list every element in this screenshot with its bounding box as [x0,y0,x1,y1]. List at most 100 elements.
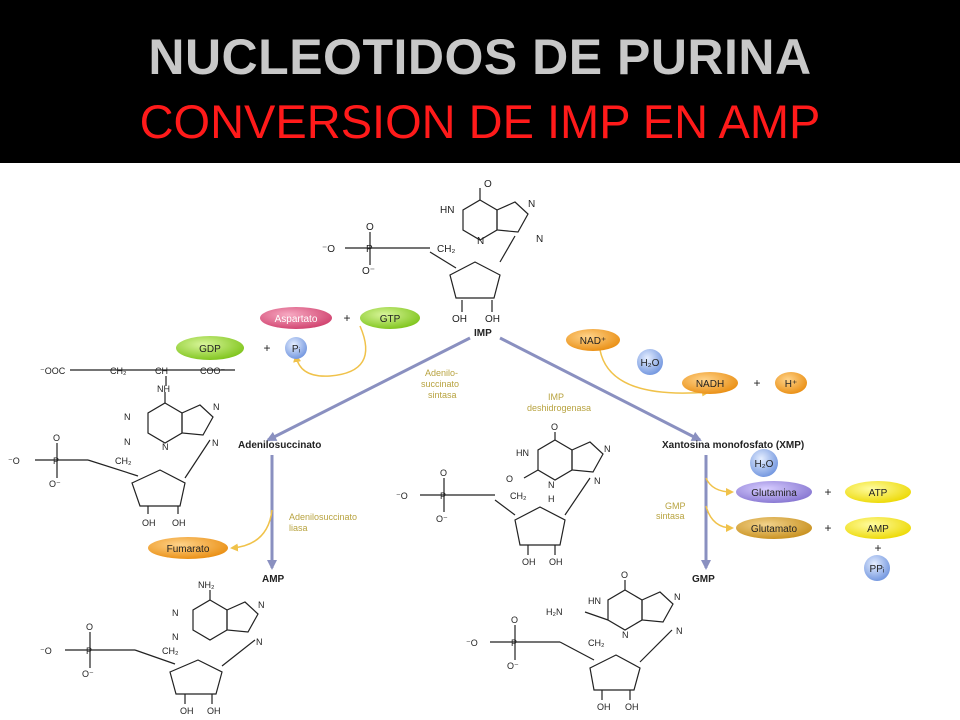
xmp-minus-o: ⁻O [396,491,408,501]
amp-minus-o: ⁻O [40,646,52,656]
xmp-p: P [440,491,446,501]
gmp-label: GMP [692,574,715,585]
imp-label: IMP [474,328,492,339]
as-n4: N [162,442,169,452]
gmp-structure [490,580,674,700]
as-coo: COO⁻ [200,366,226,376]
as-minus-o: ⁻O [8,456,20,466]
h2o-ball-1 [637,349,663,375]
as-ch2a: CH₂ [110,366,127,376]
as-oh1: OH [142,518,156,528]
enzyme-adenilosuccinato-liasa-1: Adenilosuccinato [289,512,357,522]
as-n2: N [213,402,220,412]
nadh-label: NADH [696,379,724,390]
amp-n2: N [258,600,265,610]
gtp-label: GTP [380,314,401,325]
amp-n1: N [172,608,179,618]
imp-structure [345,188,529,312]
xmp-oh2: OH [549,557,563,567]
glutamina-label: Glutamina [751,488,797,499]
as-o-top: O [53,433,60,443]
imp-ch2: CH₂ [437,244,455,255]
gmp-o-top: O [511,615,518,625]
amp-p: P [86,646,92,656]
as-n5: N [212,438,219,448]
nad-pill [566,329,620,351]
amp-ch2: CH₂ [162,646,179,656]
as-nh: NH [157,384,170,394]
enzyme-adenilosuccinato-sintasa-1: Adenilo- [425,368,458,378]
amp-nh2: NH₂ [198,580,215,590]
plus-1: + [343,311,350,325]
curve-liasa-fumarato [230,509,273,552]
glutamina-pill [736,481,812,503]
imp-oh1: OH [452,314,467,325]
plus-2: + [263,341,270,355]
xmp-h: H [548,494,555,504]
gmp-p: P [511,638,517,648]
curve-nad [599,349,710,397]
xmp-label: Xantosina monofosfato (XMP) [662,440,804,451]
xmp-oh1: OH [522,557,536,567]
xmp-hn: HN [516,448,529,458]
as-p: P [53,456,59,466]
imp-n2: N [528,199,535,210]
plus-5: + [824,521,831,535]
arrow-imp-to-adenilosuccinato [266,336,471,442]
amp-small-label: AMP [867,524,889,535]
gmp-h2n: H₂N [546,607,563,617]
amp-structure [65,590,259,704]
as-ooc: ⁻OOC [40,366,66,376]
h2o-label-2: H₂O [755,459,774,470]
h-plus-label: H⁺ [785,379,798,390]
imp-n3: N [536,234,543,245]
xmp-o-top: O [440,468,447,478]
as-o-bot: O⁻ [49,479,61,489]
enzyme-adenilosuccinato-sintasa-3: sintasa [428,390,457,400]
nadh-pill [682,372,738,394]
curve-glutamato [705,505,734,532]
gmp-o: O [621,570,628,580]
gmp-o-bot: O⁻ [507,661,519,671]
pi-ball [285,337,307,359]
imp-n1: N [477,236,484,247]
gmp-n2: N [622,630,629,640]
gmp-n3: N [676,626,683,636]
plus-6: + [874,541,881,555]
ppi-ball [864,555,890,581]
gdp-pill [176,336,244,360]
xmp-o-bot: O⁻ [436,514,448,524]
gtp-pill [360,307,420,329]
fumarato-pill [148,537,228,559]
enzyme-imp-deshidrogenasa-1: IMP [548,392,564,402]
h2o-ball-2 [750,449,778,477]
nad-label: NAD⁺ [580,336,606,347]
imp-o-bottom: O⁻ [362,266,375,277]
xmp-o1: O [551,422,558,432]
atp-pill [845,481,911,503]
enzyme-gmp-sintasa-1: GMP [665,501,686,511]
ppi-label: PPᵢ [870,564,885,575]
enzyme-adenilosuccinato-liasa-2: liasa [289,523,308,533]
amp-o-top: O [86,622,93,632]
as-ch2b: CH₂ [115,456,132,466]
amp-n4: N [256,637,263,647]
xmp-n3: N [594,476,601,486]
aspartato-label: Aspartato [275,314,318,325]
gmp-oh2: OH [625,702,639,712]
h-plus-pill [775,372,807,394]
plus-3: + [753,376,760,390]
amp-oh1: OH [180,706,194,716]
as-n1: N [124,412,131,422]
h2o-label-1: H₂O [641,358,660,369]
slide-subtitle: CONVERSION DE IMP EN AMP [139,95,821,148]
as-oh2: OH [172,518,186,528]
amp-o-bot: O⁻ [82,669,94,679]
imp-p: P [366,244,373,255]
xmp-ch2: CH₂ [510,491,527,501]
curve-glutamina [705,477,734,496]
curve-aspartato-gtp [293,325,367,377]
imp-oh2: OH [485,314,500,325]
title-bar: NUCLEOTIDOS DE PURINA CONVERSION DE IMP … [0,0,960,163]
purine-pathway-diagram: O HN N N N CH₂ ⁻O P O O⁻ OH OH IMP Aspar… [8,179,911,716]
